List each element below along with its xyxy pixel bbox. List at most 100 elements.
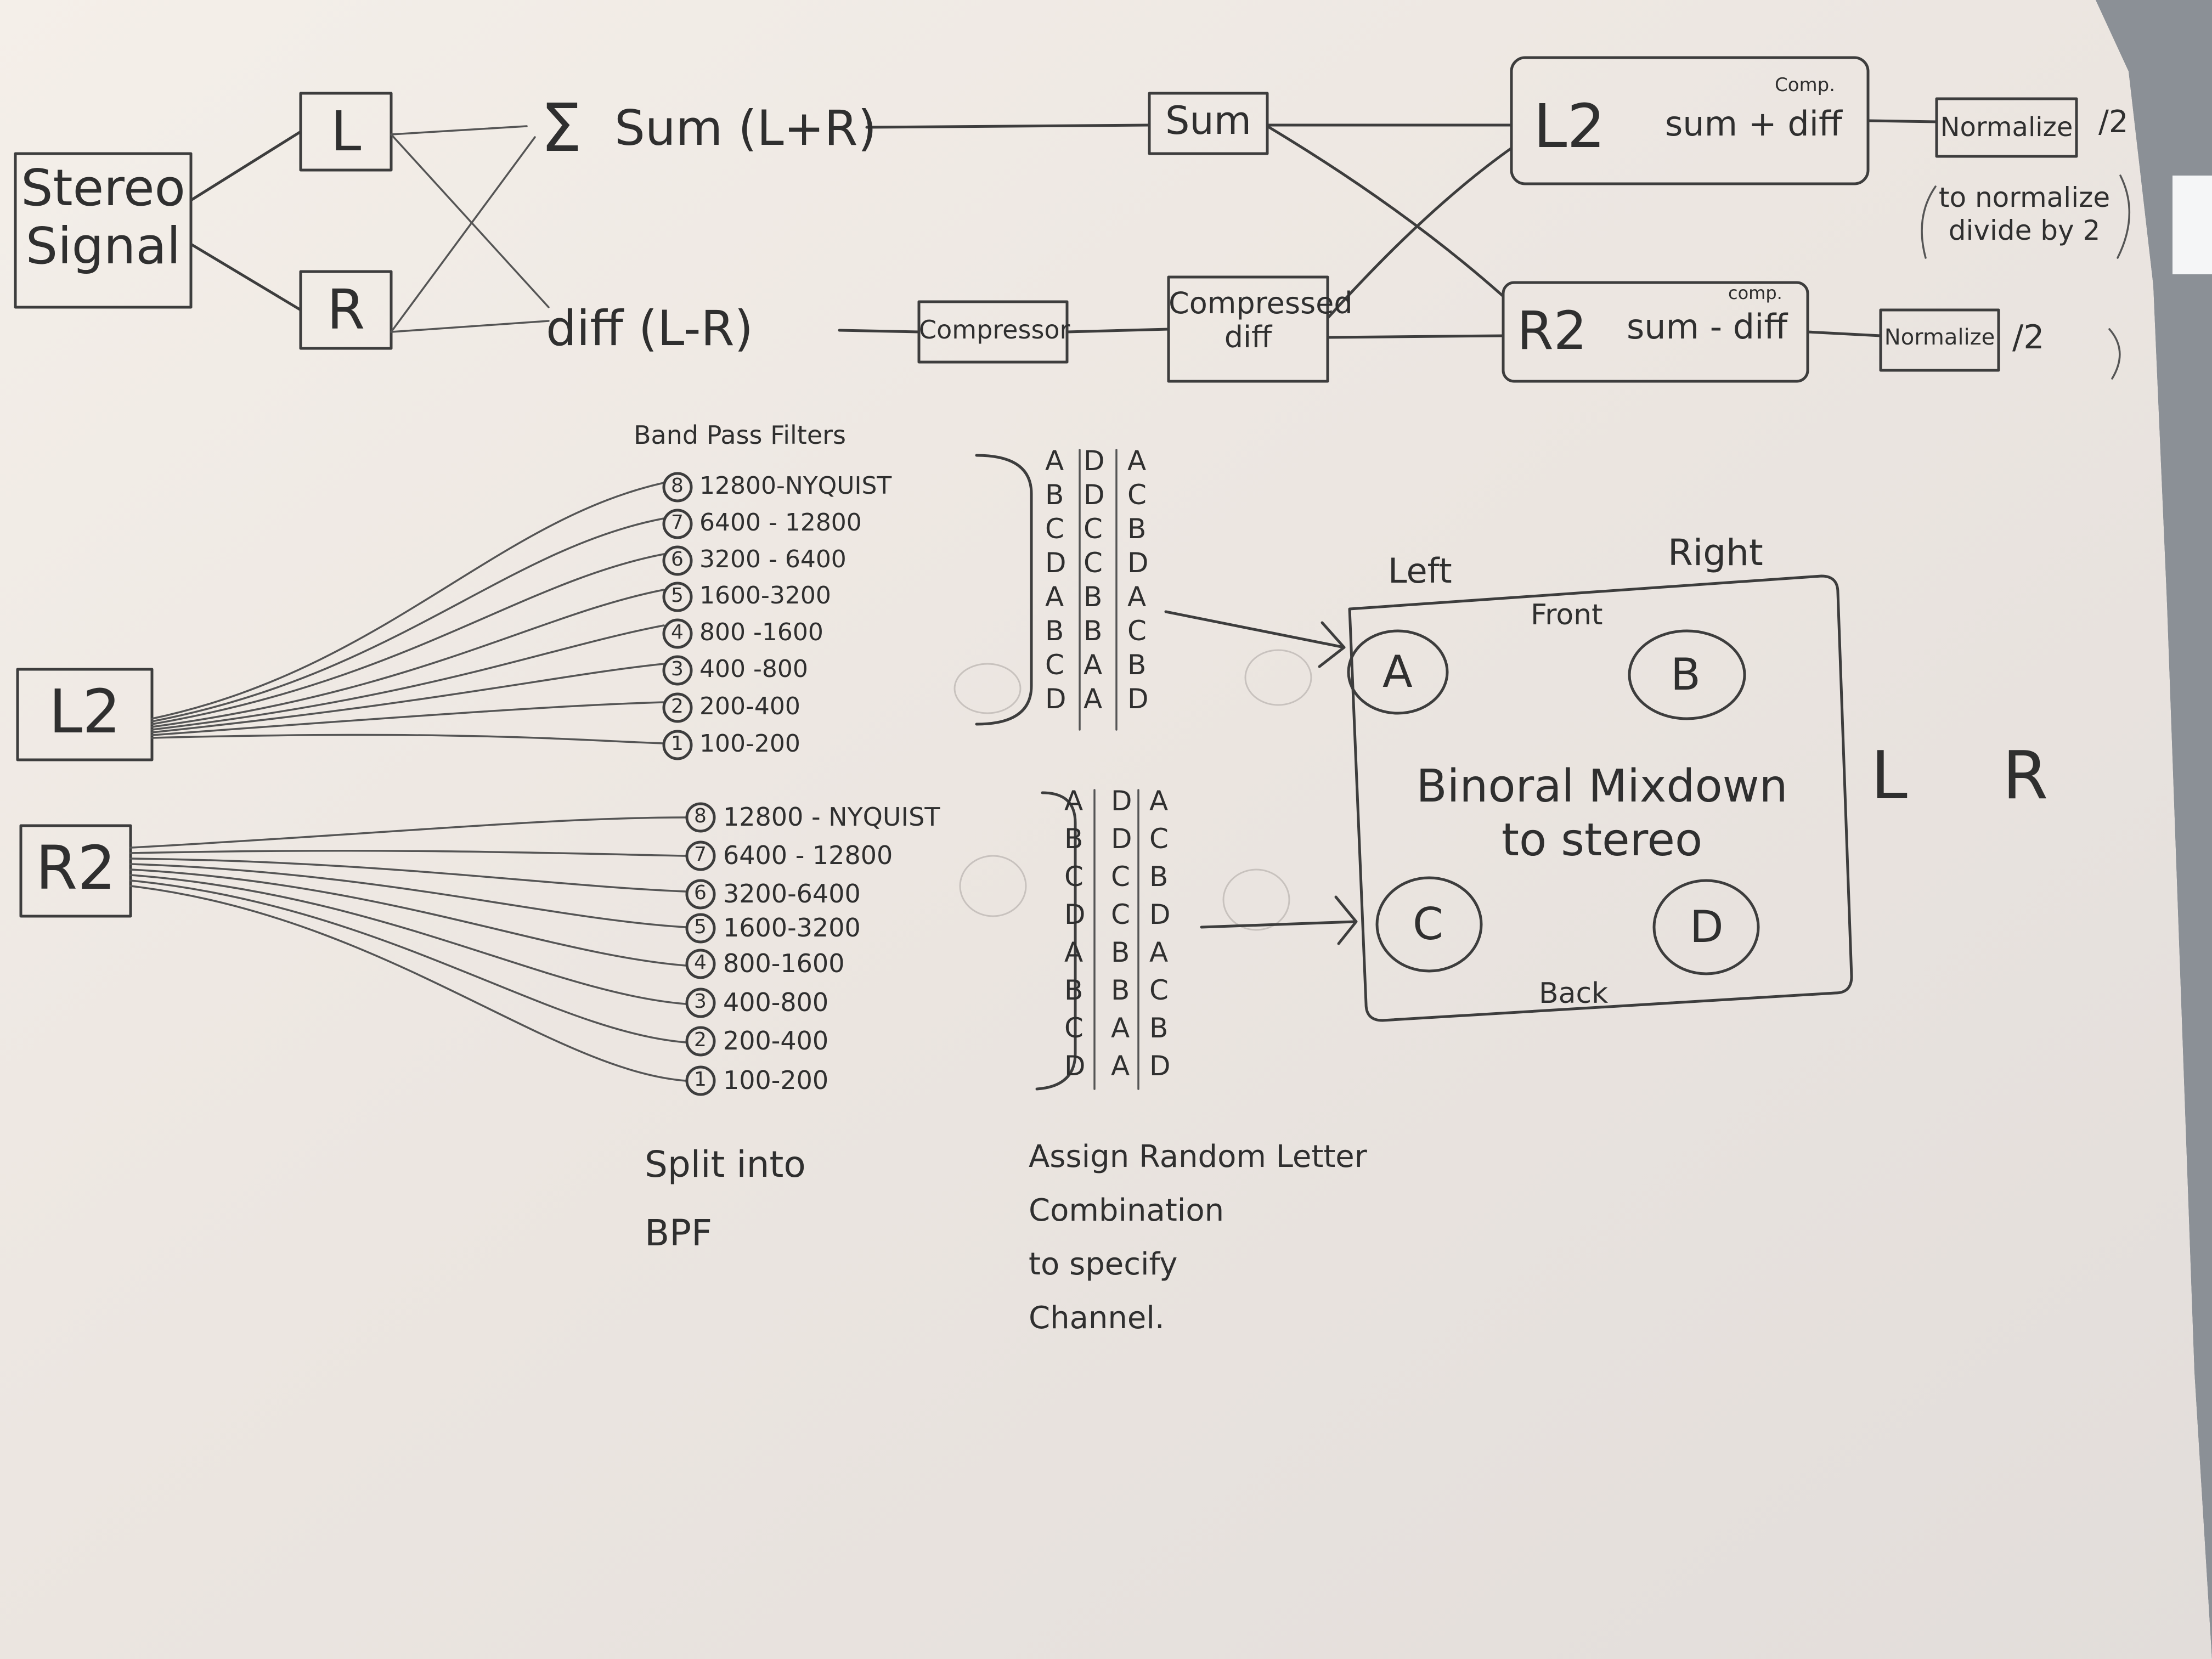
channel-letter: D [1149,899,1171,930]
r2-box-note: comp. [1728,283,1782,303]
channel-letter: C [1084,547,1103,579]
band-number: 3 [671,658,684,680]
sum-box [1148,92,1269,155]
caption-split-line1: Split into [645,1143,806,1186]
diff-to-r2-line [1326,334,1505,339]
channel-letter: D [1084,445,1105,477]
r-to-sum-line [390,136,536,333]
channel-letter: C [1149,974,1169,1006]
bpf-title: Band Pass Filters [634,420,847,450]
channel-letter: B [1084,615,1103,647]
sum-to-r2-line [1266,125,1505,298]
channel-letter: B [1111,974,1130,1006]
normalize-bottom-factor: /2 [2012,318,2045,357]
right-channel-label: R [326,278,365,342]
diff-line: diff [1224,320,1272,355]
band-number: 1 [694,1068,707,1091]
band-number: 4 [671,621,684,644]
channel-letter: A [1064,936,1084,968]
l2-box-name: L2 [1533,91,1606,161]
l2-source-label: L2 [48,676,121,747]
band-range: 400-800 [723,988,829,1017]
band-number: 7 [671,511,684,534]
channel-letter: A [1045,445,1064,477]
band-number: 5 [694,916,707,938]
channel-letter: A [1084,683,1103,715]
stereo-signal-box [14,152,193,309]
normalize-top-factor: /2 [2098,104,2129,140]
channel-letter: C [1045,649,1064,681]
stereo-to-r-line [189,242,302,312]
band-number: 8 [694,805,707,827]
channel-letter: B [1149,1012,1169,1044]
band-number: 6 [671,548,684,571]
channel-letter: A [1064,785,1084,817]
channel-letter: A [1127,581,1147,613]
sum-symbol: Σ [540,91,582,167]
band-range: 100-200 [699,730,800,758]
channel-letter: C [1111,899,1130,930]
channel-letter: C [1127,479,1147,511]
diff-to-l2-line [1326,146,1513,320]
channel-letter: C [1064,861,1084,893]
sum-to-sumbox-line [865,123,1151,129]
bottom-letter-bracket [1035,791,1077,1091]
l2-fanout [151,482,665,744]
bottom-arrow-line [1200,920,1357,929]
caption-assign-line3: to specify [1029,1246,1178,1282]
stereo-signal-label: Stereo Signal [21,159,185,275]
caption-split: Split into BPF [645,1130,806,1268]
bottom-arrow-head [1334,895,1358,945]
normalize-bottom-box [1879,308,2000,372]
speaker-b-label: B [1671,649,1701,700]
channel-letter: A [1149,785,1169,817]
stereo-to-l-line [189,130,302,202]
channel-letter: D [1111,823,1132,855]
diff-label: diff (L-R) [546,300,753,357]
mixdown-title: Binoral Mixdown to stereo [1404,760,1799,868]
channel-letter: D [1045,683,1066,715]
top-arrow-head [1318,621,1346,668]
mixdown-right-label: Right [1668,532,1763,574]
channel-letter: A [1127,445,1147,477]
band-range: 6400 - 12800 [723,840,893,870]
caption-assign-line1: Assign Random Letter [1029,1139,1367,1175]
normalize-note-line1: to normalize [1938,182,2111,213]
speaker-a-circle [1347,629,1449,715]
compressor-label: Compressor [919,315,1070,345]
mixdown-title-line2: to stereo [1501,814,1703,867]
mixdown-front-label: Front [1531,599,1603,631]
band-range: 100-200 [723,1065,829,1095]
l-to-diff-line [390,133,550,308]
compressor-to-compressed-line [1065,328,1170,334]
band-range: 800 -1600 [699,618,823,646]
channel-letter: A [1111,1050,1130,1082]
caption-assign: Assign Random Letter Combination to spec… [1029,1130,1367,1345]
speaker-d-circle [1652,879,1760,975]
output-l-label: L [1871,738,1908,814]
l2-source-box [16,668,154,761]
caption-assign-line4: Channel. [1029,1300,1165,1336]
l-to-sum-line [390,125,528,136]
speaker-b-circle [1628,629,1746,720]
channel-letter: C [1084,513,1103,545]
speaker-d-label: D [1690,901,1724,952]
channel-letter: C [1045,513,1064,545]
mixdown-left-label: Left [1388,551,1452,591]
channel-letter: D [1064,899,1086,930]
channel-letter: A [1111,1012,1130,1044]
normalize-top-label: Normalize [1940,112,2073,143]
normalize-note-line2: divide by 2 [1948,215,2101,246]
band-range: 1600-3200 [723,913,861,943]
speaker-c-label: C [1413,899,1443,950]
band-number: 4 [694,951,707,974]
band-number: 5 [671,584,684,607]
r2-source-label: R2 [35,833,116,903]
r2-to-normalize-line [1806,330,1882,337]
channel-letter: C [1111,861,1130,893]
normalize-top-box [1935,97,2078,158]
channel-letter: B [1111,936,1130,968]
